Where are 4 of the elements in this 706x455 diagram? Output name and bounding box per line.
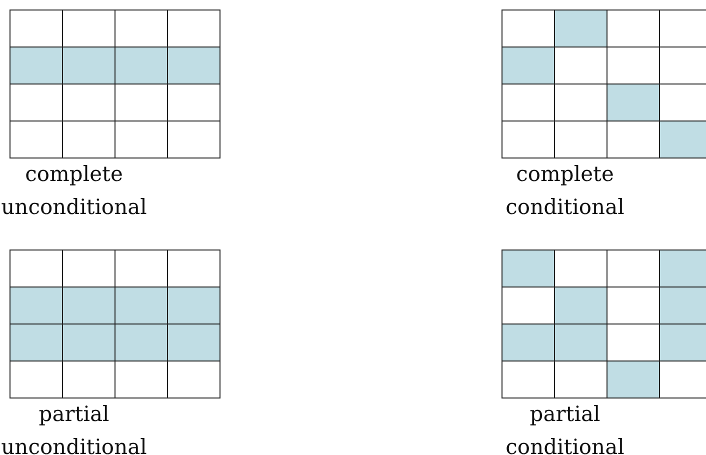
grid-caption: partial conditional [504, 401, 626, 455]
grid-caption: complete conditional [504, 161, 626, 221]
grid-caption: complete unconditional [0, 161, 148, 221]
grid-caption: partial unconditional [0, 401, 148, 455]
